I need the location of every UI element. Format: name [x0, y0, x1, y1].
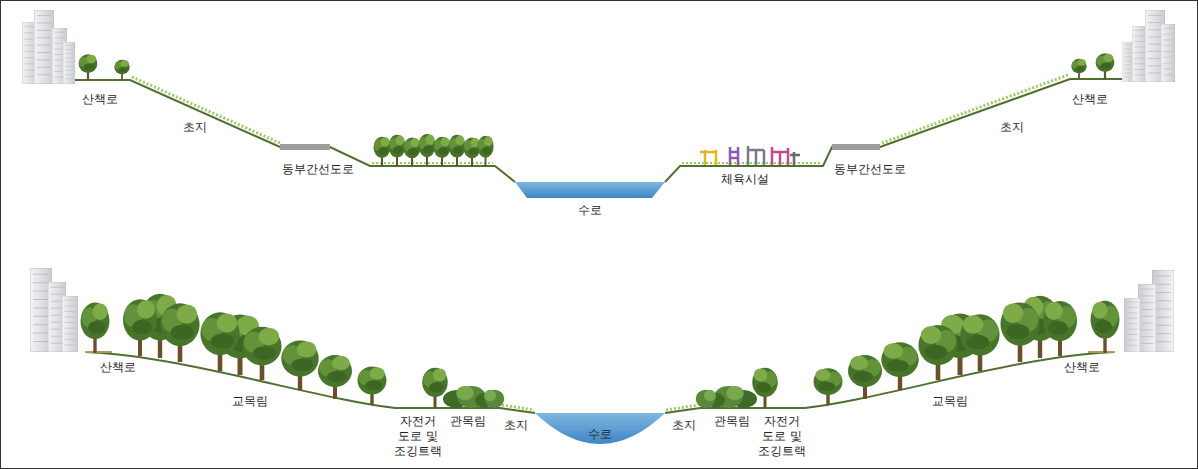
- section-label: 자전거 도로 및 조깅트랙: [758, 414, 806, 459]
- shrub: [696, 390, 725, 408]
- tree: [1000, 302, 1039, 362]
- tree: [881, 342, 918, 390]
- tree: [918, 325, 957, 380]
- tree: [848, 355, 882, 399]
- bottom-right-vegetation: [696, 270, 1174, 408]
- tree: [358, 367, 387, 406]
- tree: [1096, 53, 1115, 79]
- water-channel: [515, 182, 665, 198]
- tree: [1091, 301, 1120, 353]
- tree: [242, 327, 281, 380]
- section-label: 교목림: [232, 394, 268, 409]
- tree: [960, 314, 999, 371]
- buildings-top-right: [1122, 10, 1175, 82]
- tree: [81, 303, 110, 353]
- section-label: 산책로: [100, 360, 136, 375]
- tree: [374, 137, 391, 166]
- section-label: 산책로: [82, 92, 118, 107]
- tree: [123, 299, 157, 356]
- tree: [160, 303, 199, 362]
- road-surface: [832, 144, 880, 150]
- tree: [449, 135, 466, 166]
- section-label: 관목림: [450, 414, 486, 429]
- shrub: [475, 390, 504, 408]
- bottom-left-vegetation: [30, 268, 504, 408]
- section-label: 동부간선도로: [282, 162, 354, 177]
- building: [63, 42, 75, 84]
- road-surface: [280, 144, 330, 150]
- tree: [281, 341, 318, 391]
- grass-bank: [502, 405, 698, 410]
- tree: [79, 54, 98, 80]
- tree: [1043, 301, 1077, 356]
- section-label: 체육시설: [721, 172, 769, 187]
- tree: [404, 138, 421, 166]
- section-label: 초지: [504, 418, 528, 433]
- building: [1138, 284, 1156, 352]
- section-label: 수로: [578, 203, 602, 218]
- section-label: 자전거 도로 및 조깅트랙: [394, 414, 442, 459]
- tree: [1071, 59, 1086, 79]
- section-label: 관목림: [714, 414, 750, 429]
- section-label: 산책로: [1064, 360, 1100, 375]
- building: [1132, 26, 1147, 82]
- section-label: 동부간선도로: [834, 162, 906, 177]
- buildings-top-left: [22, 10, 75, 84]
- tree: [200, 312, 239, 371]
- tree: [114, 60, 129, 80]
- section-label: 초지: [672, 418, 696, 433]
- grass-slope: [132, 75, 1068, 143]
- tree: [389, 135, 406, 166]
- section-label: 교목림: [932, 394, 968, 409]
- tree: [814, 368, 843, 405]
- sports-facility: [700, 146, 800, 165]
- tree: [419, 134, 436, 166]
- water-channel: [535, 413, 665, 444]
- building: [1124, 298, 1140, 352]
- section-label: 초지: [1000, 120, 1024, 135]
- building: [62, 296, 78, 352]
- grass-flat: [372, 162, 821, 164]
- tree: [434, 137, 451, 166]
- tree: [477, 136, 493, 166]
- section-label: 수로: [588, 427, 612, 442]
- tree: [464, 138, 481, 166]
- trees-top: [79, 53, 1115, 166]
- section-label: 초지: [183, 120, 207, 135]
- ground-profile: [75, 79, 1122, 182]
- section-label: 산책로: [1072, 92, 1108, 107]
- building: [34, 10, 54, 84]
- building: [1161, 24, 1175, 82]
- tree: [318, 355, 352, 399]
